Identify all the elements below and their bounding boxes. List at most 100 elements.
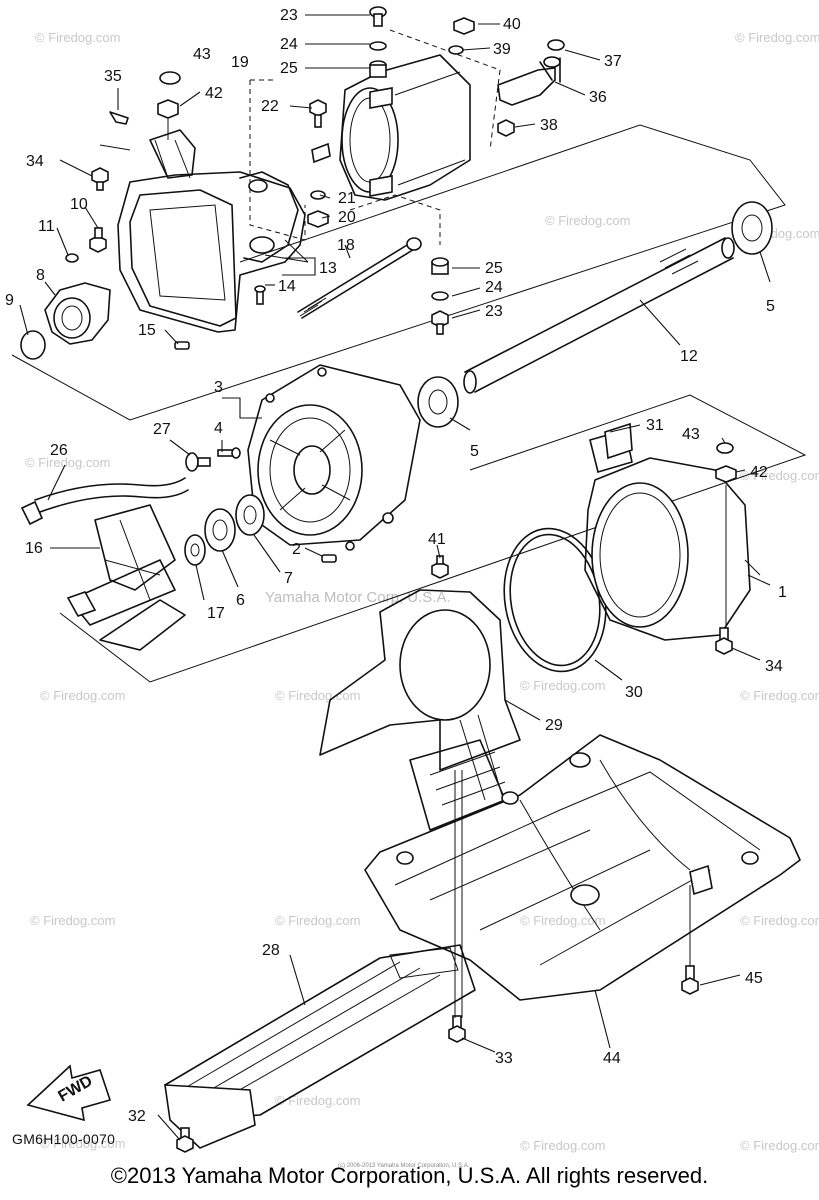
callout-2: 2	[292, 541, 301, 558]
part-44-ride-plate	[364, 734, 801, 1001]
part-34-bolt	[91, 167, 109, 191]
callout-17: 17	[207, 605, 225, 622]
part-8-cover	[44, 282, 111, 345]
part-5-bearing-top	[731, 201, 773, 255]
part-29-plate	[319, 589, 521, 831]
copyright-footer: ©2013 Yamaha Motor Corporation, U.S.A. A…	[110, 1163, 709, 1188]
callout-6: 6	[236, 592, 245, 609]
part-28-intake-grate	[164, 944, 476, 1149]
part-40-nut	[453, 17, 475, 35]
part-7-seal	[235, 494, 265, 536]
callout-38: 38	[540, 117, 558, 134]
callout-4: 4	[214, 420, 223, 437]
part-45-bolt	[681, 965, 699, 995]
part-23-bolt	[431, 310, 449, 335]
part-14-bolt	[254, 285, 266, 305]
callout-42-right: 42	[750, 464, 768, 481]
callout-15: 15	[138, 322, 156, 339]
part-32-bolt	[176, 1127, 194, 1153]
tiny-note: (c) 2006-2013 Yamaha Motor Corporation, …	[338, 1163, 470, 1169]
part-12-drive-shaft	[463, 237, 735, 394]
callout-43-top: 43	[193, 46, 211, 63]
part-22-bolt	[309, 99, 327, 128]
callout-34-left: 34	[26, 153, 44, 170]
callout-19: 19	[231, 54, 249, 71]
alignment-lines	[454, 485, 727, 1018]
assembly-outlines	[11, 29, 807, 683]
part-41-bolt	[431, 555, 449, 579]
callout-16: 16	[25, 540, 43, 557]
callout-5: 5	[470, 443, 479, 460]
part-25-collar-top	[369, 60, 387, 78]
part-5-bearing	[417, 376, 459, 428]
callout-45: 45	[745, 970, 763, 987]
part-37-joint	[543, 39, 565, 68]
callout-23-top: 23	[280, 7, 298, 24]
callout-39: 39	[493, 41, 511, 58]
callout-42-top: 42	[205, 85, 223, 102]
part-2-pin	[321, 554, 337, 563]
part-1-duct	[584, 428, 761, 641]
part-23-bolt-top	[369, 6, 387, 27]
part-24-washer	[431, 291, 449, 301]
watermark-text: © Firedog.com	[275, 688, 360, 703]
diagram-code: GM6H100-0070	[12, 1131, 116, 1147]
callout-21: 21	[338, 190, 356, 207]
part-18-long-bolt	[297, 237, 422, 319]
watermark-text: © Firedog.com	[740, 468, 819, 483]
watermark-text: © Firedog.com	[740, 1138, 819, 1153]
callout-24: 24	[485, 279, 503, 296]
callout-40: 40	[503, 16, 521, 33]
watermark-text: © Firedog.com	[35, 30, 120, 45]
callout-24-top: 24	[280, 36, 298, 53]
callout-5-top: 5	[766, 298, 775, 315]
callout-8: 8	[36, 267, 45, 284]
callout-22: 22	[261, 98, 279, 115]
part-6-bearing	[204, 508, 236, 552]
callout-36: 36	[589, 89, 607, 106]
callout-34-right: 34	[765, 658, 783, 675]
callout-18: 18	[337, 237, 355, 254]
callout-25-top: 25	[280, 60, 298, 77]
callout-29: 29	[545, 717, 563, 734]
part-9-o-ring	[20, 330, 46, 360]
part-13-intake-housing	[117, 129, 309, 333]
callout-10: 10	[70, 196, 88, 213]
part-16-impeller	[66, 504, 186, 651]
callout-30: 30	[625, 684, 643, 701]
part-26-hose	[20, 477, 189, 526]
watermark-text: © Firedog.com	[275, 1093, 360, 1108]
callout-7: 7	[284, 570, 293, 587]
part-11-washer	[65, 253, 79, 263]
callout-27: 27	[153, 421, 171, 438]
part-19-nozzle	[311, 54, 471, 201]
callout-12: 12	[680, 348, 698, 365]
part-42-nut-right	[715, 465, 737, 483]
watermark-text: © Firedog.com	[25, 455, 110, 470]
part-17-washer	[184, 534, 206, 566]
callout-28: 28	[262, 942, 280, 959]
watermark-text: © Firedog.com	[520, 678, 605, 693]
fwd-arrow: FWD	[26, 1064, 112, 1122]
part-35-bracket	[109, 88, 129, 125]
callout-20: 20	[338, 209, 356, 226]
watermark-text: © Firedog.com	[545, 213, 630, 228]
callout-23: 23	[485, 303, 503, 320]
callout-1: 1	[778, 584, 787, 601]
part-36-arm	[497, 57, 561, 106]
callout-35: 35	[104, 68, 122, 85]
callout-33: 33	[495, 1050, 513, 1067]
part-21-washer	[310, 190, 326, 200]
watermark-text: © Firedog.com	[520, 913, 605, 928]
part-24-washer-top	[369, 41, 387, 51]
part-33-bolt	[448, 1015, 466, 1043]
callout-3: 3	[214, 379, 223, 396]
watermark-text: © Firedog.com	[520, 1138, 605, 1153]
callout-43-right: 43	[682, 426, 700, 443]
callout-31: 31	[646, 417, 664, 434]
callout-26: 26	[50, 442, 68, 459]
watermark-center-text: Yamaha Motor Corp, U.S.A.	[265, 589, 451, 606]
part-25-collar	[431, 257, 449, 275]
